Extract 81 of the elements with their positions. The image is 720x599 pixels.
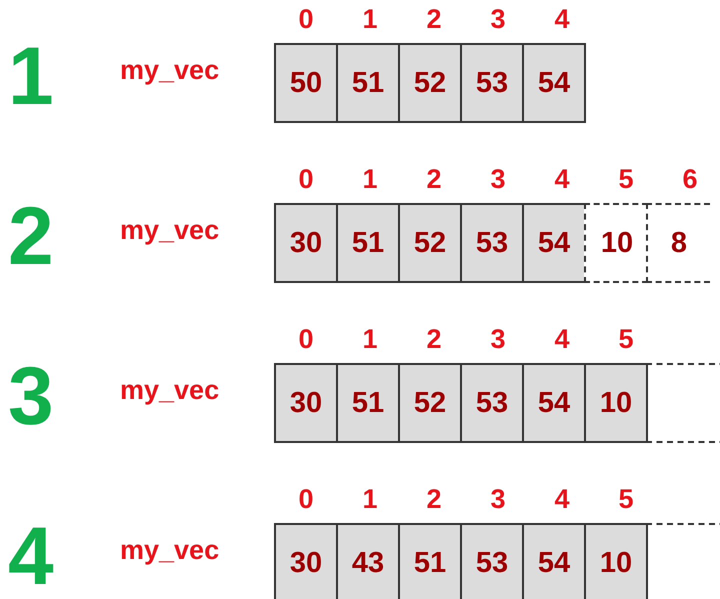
step-number: 2 [8,196,54,278]
array-cell [460,523,524,599]
array-cell [584,363,648,443]
cell-value: 51 [352,68,384,98]
index-number: 3 [489,6,507,33]
index-number: 3 [489,166,507,193]
array-cell [522,203,586,283]
cell-value: 8 [670,228,688,258]
cell-value: 52 [414,68,446,98]
array-cell [584,203,648,283]
array-cell [274,363,338,443]
array-cell [460,43,524,123]
array-cell [336,523,400,599]
cell-value: 53 [476,68,508,98]
cell-value: 51 [352,228,384,258]
array-cell [584,523,648,599]
index-number: 1 [361,6,379,33]
array-cell [398,363,462,443]
cell-value: 52 [414,388,446,418]
index-number: 4 [553,6,571,33]
cell-value: 50 [290,68,322,98]
cell-value: 51 [414,548,446,578]
index-number: 0 [297,166,315,193]
index-number: 2 [425,166,443,193]
cell-value: 30 [290,228,322,258]
variable-name: my_vec [120,377,220,404]
array-cell [398,203,462,283]
cell-value: 52 [414,228,446,258]
index-number: 1 [361,166,379,193]
step-number: 4 [8,516,54,598]
variable-name: my_vec [120,57,220,84]
array-cell [274,43,338,123]
empty-slot [646,363,720,443]
index-number: 1 [361,486,379,513]
cell-value: 53 [476,228,508,258]
index-number: 1 [361,326,379,353]
cell-value: 54 [538,68,570,98]
array-cell [274,523,338,599]
cell-value: 54 [538,388,570,418]
cell-value: 10 [600,548,632,578]
cell-value: 53 [476,388,508,418]
variable-name: my_vec [120,537,220,564]
index-number: 0 [297,486,315,513]
array-cell [522,363,586,443]
index-number: 4 [553,166,571,193]
index-number: 5 [617,166,635,193]
step-number: 3 [8,356,54,438]
index-number: 2 [425,6,443,33]
index-number: 0 [297,6,315,33]
cell-value: 10 [600,228,634,258]
index-number: 4 [553,486,571,513]
index-number: 0 [297,326,315,353]
array-cell [646,203,710,283]
cell-value: 10 [600,388,632,418]
cell-value: 30 [290,388,322,418]
index-number: 2 [425,486,443,513]
index-number: 5 [617,326,635,353]
index-number: 4 [553,326,571,353]
index-number: 6 [681,166,699,193]
index-number: 3 [489,326,507,353]
array-cell [336,203,400,283]
array-cell [336,363,400,443]
cell-value: 53 [476,548,508,578]
step-number: 1 [8,36,54,118]
array-cell [274,203,338,283]
array-cell [398,523,462,599]
cell-value: 54 [538,228,570,258]
index-number: 5 [617,486,635,513]
variable-name: my_vec [120,217,220,244]
cell-value: 51 [352,388,384,418]
array-cell [460,203,524,283]
cell-value: 54 [538,548,570,578]
array-cell [522,523,586,599]
cell-value: 30 [290,548,322,578]
array-cell [522,43,586,123]
array-cell [460,363,524,443]
index-number: 3 [489,486,507,513]
array-cell [398,43,462,123]
array-cell [336,43,400,123]
index-number: 2 [425,326,443,353]
cell-value: 43 [352,548,384,578]
